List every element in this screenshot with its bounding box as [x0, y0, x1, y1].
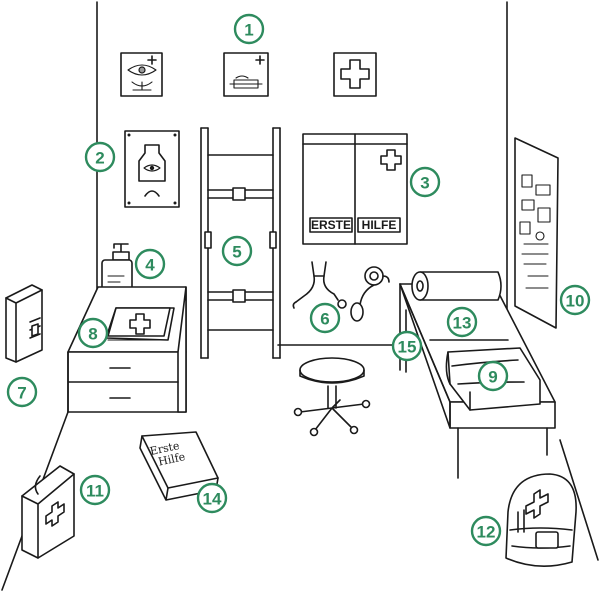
svg-text:4: 4 — [145, 256, 155, 275]
blood-pressure-gauge — [350, 266, 390, 322]
cabinet-label-left: ERSTE — [311, 218, 351, 232]
badge-11: 11 — [79, 474, 111, 506]
eye-wash-sign — [124, 130, 180, 208]
badge-6: 6 — [309, 302, 341, 334]
first-aid-poster — [514, 137, 559, 329]
svg-text:7: 7 — [17, 384, 26, 403]
badge-12: 12 — [470, 515, 502, 547]
svg-text:13: 13 — [453, 314, 472, 333]
svg-text:1: 1 — [244, 21, 253, 40]
badge-14: 14 — [196, 482, 228, 514]
first-aid-cabinet: ERSTE HILFE — [302, 133, 408, 245]
svg-text:5: 5 — [232, 243, 241, 262]
svg-text:3: 3 — [420, 174, 429, 193]
badge-13: 13 — [446, 306, 478, 338]
first-aid-backpack — [505, 473, 577, 567]
first-aid-book: Erste Hilfe — [139, 431, 219, 501]
svg-text:2: 2 — [95, 149, 104, 168]
wall-first-aid-box — [5, 284, 43, 363]
sign-first-aid-cross — [333, 52, 377, 97]
badge-8: 8 — [77, 317, 109, 349]
svg-text:12: 12 — [477, 523, 496, 542]
svg-text:14: 14 — [203, 490, 222, 509]
desk — [67, 286, 187, 413]
svg-text:9: 9 — [488, 368, 497, 387]
badge-7: 7 — [6, 376, 38, 408]
book-title-line1: Erste — [149, 439, 181, 458]
stretcher — [200, 127, 281, 359]
couch-paper-roll — [411, 271, 502, 301]
badge-10: 10 — [559, 284, 591, 316]
badge-1: 1 — [233, 13, 265, 45]
badge-15: 15 — [391, 330, 423, 362]
badge-4: 4 — [134, 248, 166, 280]
badge-3: 3 — [409, 166, 441, 198]
stool — [293, 357, 371, 437]
badge-2: 2 — [84, 141, 116, 173]
cabinet-label-right: HILFE — [362, 218, 397, 232]
sign-stretcher — [223, 52, 269, 97]
badge-5: 5 — [221, 235, 253, 267]
svg-text:8: 8 — [88, 325, 97, 344]
svg-text:6: 6 — [320, 310, 329, 329]
badge-9: 9 — [477, 360, 509, 392]
svg-text:15: 15 — [398, 338, 417, 357]
svg-text:10: 10 — [566, 292, 585, 311]
first-aid-kit — [21, 465, 75, 559]
svg-text:11: 11 — [86, 482, 104, 501]
book-title-line2: Hilfe — [157, 450, 186, 468]
sign-eye-rinse — [120, 52, 163, 97]
stethoscope — [292, 261, 347, 309]
